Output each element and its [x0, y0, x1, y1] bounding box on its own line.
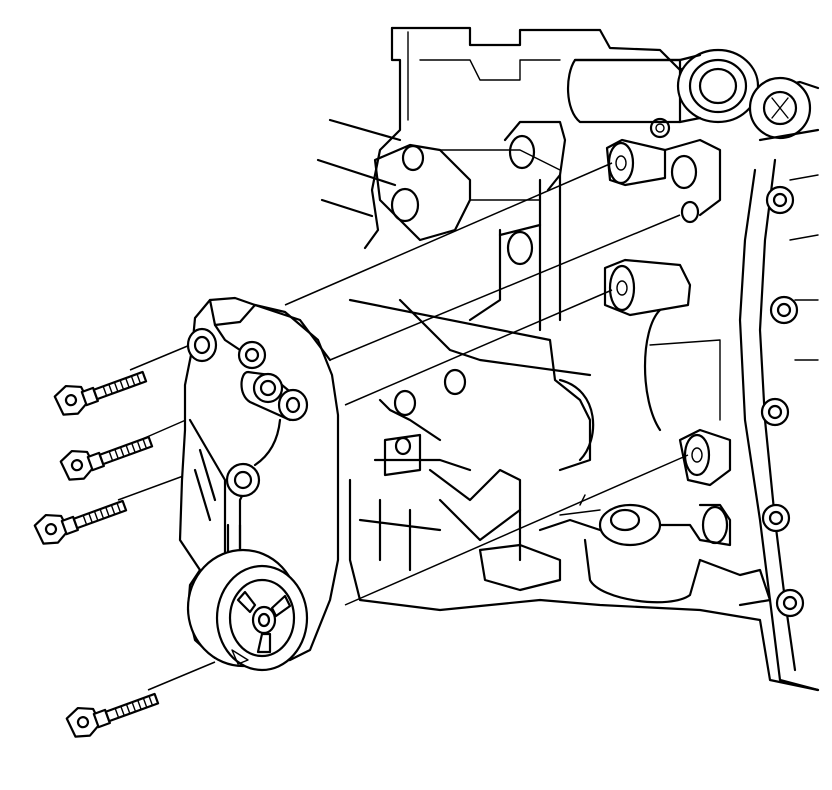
engine-block [316, 26, 820, 692]
bolt-4 [65, 692, 160, 738]
bolt-3 [33, 499, 128, 545]
idler-pulley [186, 548, 309, 672]
bolt-1 [53, 370, 148, 416]
bolt-2 [59, 435, 154, 481]
alignment-lines [117, 162, 689, 691]
